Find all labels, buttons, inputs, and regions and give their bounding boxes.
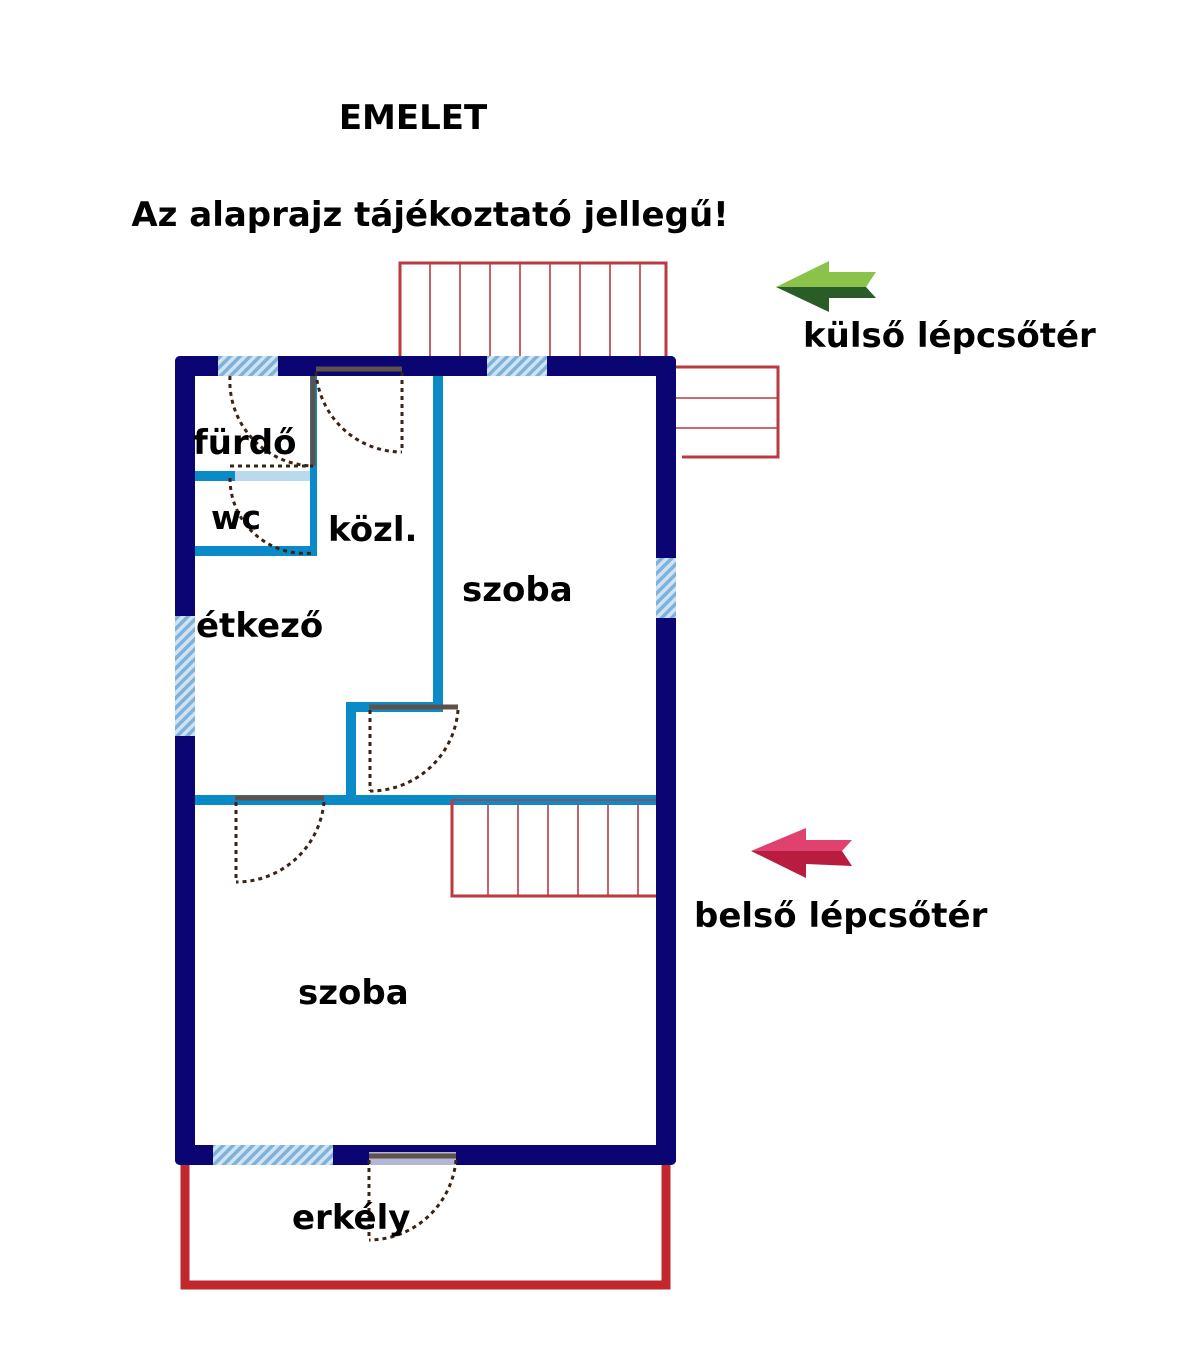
internal-stair-label: belső lépcsőtér: [694, 896, 988, 936]
doors: [228, 366, 460, 1242]
external-stair-side: [676, 365, 780, 459]
windows: [175, 356, 676, 1165]
internal-stair: [450, 799, 656, 898]
room-label-corridor: közl.: [328, 510, 417, 550]
plan-title: EMELET: [339, 98, 488, 138]
external-stair-label: külső lépcsőtér: [803, 316, 1096, 356]
external-stair-top: [398, 261, 668, 361]
arrow-left-icon: [751, 828, 852, 878]
room-label-upper-room: szoba: [462, 570, 573, 610]
arrow-left-icon: [776, 261, 876, 312]
room-label-wc: wc: [211, 498, 261, 537]
room-label-lower-room: szoba: [298, 973, 409, 1013]
room-label-bathroom: fürdő: [193, 423, 296, 463]
balcony-railing: [180, 1160, 671, 1290]
room-label-balcony: erkély: [292, 1198, 410, 1238]
room-label-dining: étkező: [196, 606, 323, 646]
disclaimer-note: Az alaprajz tájékoztató jellegű!: [131, 195, 728, 235]
